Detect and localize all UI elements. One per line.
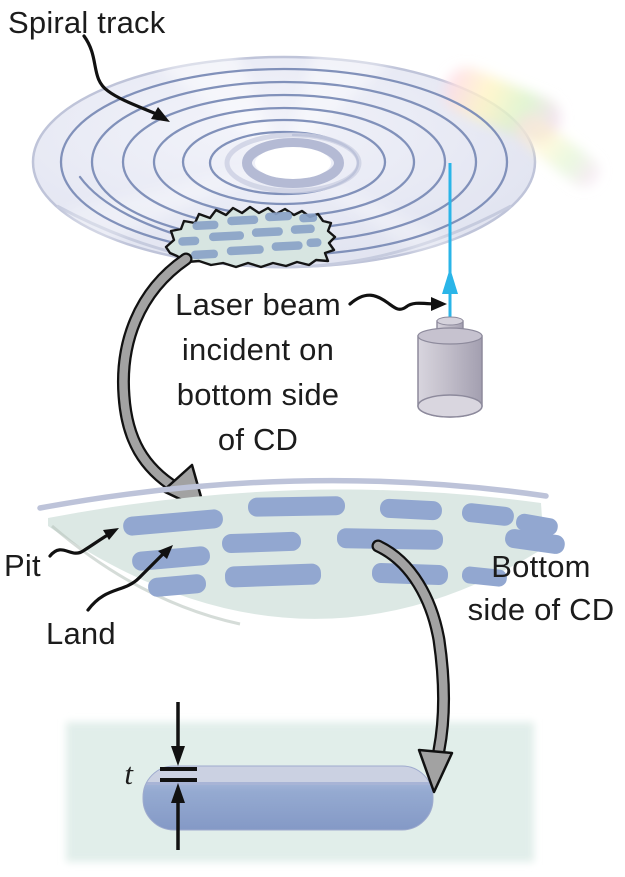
pit bbox=[379, 498, 442, 521]
laser-label-line2: incident on bbox=[182, 332, 334, 367]
pit bbox=[516, 513, 558, 536]
pit bbox=[336, 528, 444, 550]
laser-diode-base bbox=[417, 394, 483, 418]
pit bbox=[505, 529, 565, 554]
laser-beam-arrowhead-black bbox=[431, 297, 447, 311]
iridescence bbox=[444, 67, 599, 187]
pit bbox=[461, 566, 507, 587]
laser-label-line4: of CD bbox=[218, 422, 298, 457]
center-hole bbox=[224, 132, 362, 194]
land-arrowhead bbox=[158, 545, 173, 559]
pit bbox=[248, 496, 346, 517]
land-arrow bbox=[86, 551, 166, 612]
zoom-arrow-strip-to-pit bbox=[371, 539, 454, 794]
thickness-label: t bbox=[124, 756, 134, 791]
spiral-track-label: Spiral track bbox=[8, 5, 166, 40]
laser-beam-arrowhead bbox=[442, 268, 458, 294]
spiral-track-arrowhead bbox=[151, 107, 170, 122]
pit-arrowhead bbox=[103, 528, 119, 540]
laser-label-line3: bottom side bbox=[177, 377, 339, 412]
land-label: Land bbox=[46, 616, 116, 651]
callout-pit-dashes bbox=[178, 211, 322, 260]
pit-label: Pit bbox=[4, 548, 41, 583]
magnified-pits-callout bbox=[164, 205, 337, 269]
spiral-track-arrow bbox=[82, 34, 156, 115]
bottom-side-label: Bottom side of CD bbox=[468, 549, 615, 627]
pit bbox=[148, 574, 207, 597]
pit bbox=[222, 531, 302, 554]
pit bbox=[224, 563, 322, 588]
pit bbox=[461, 503, 514, 526]
pit bbox=[123, 509, 223, 536]
thickness-dimension bbox=[160, 702, 197, 850]
laser-label-line1: Laser beam bbox=[175, 287, 341, 322]
pit-arrow bbox=[48, 534, 108, 558]
laser-beam-arrow bbox=[348, 293, 436, 311]
strip-surface-edge bbox=[37, 477, 549, 511]
bottom-side-line2: side of CD bbox=[468, 592, 615, 627]
spiral-outer-end bbox=[78, 175, 189, 240]
laser-diode bbox=[417, 316, 483, 418]
laser-beam bbox=[442, 163, 458, 322]
pit-top-layer bbox=[143, 766, 433, 782]
strip-lower-shade bbox=[51, 524, 241, 626]
laser-beam-label: Laser beam incident on bottom side of CD bbox=[175, 287, 341, 457]
pit-cross-section bbox=[142, 765, 434, 831]
pits bbox=[123, 496, 565, 597]
bottom-side-line1: Bottom bbox=[491, 549, 590, 584]
